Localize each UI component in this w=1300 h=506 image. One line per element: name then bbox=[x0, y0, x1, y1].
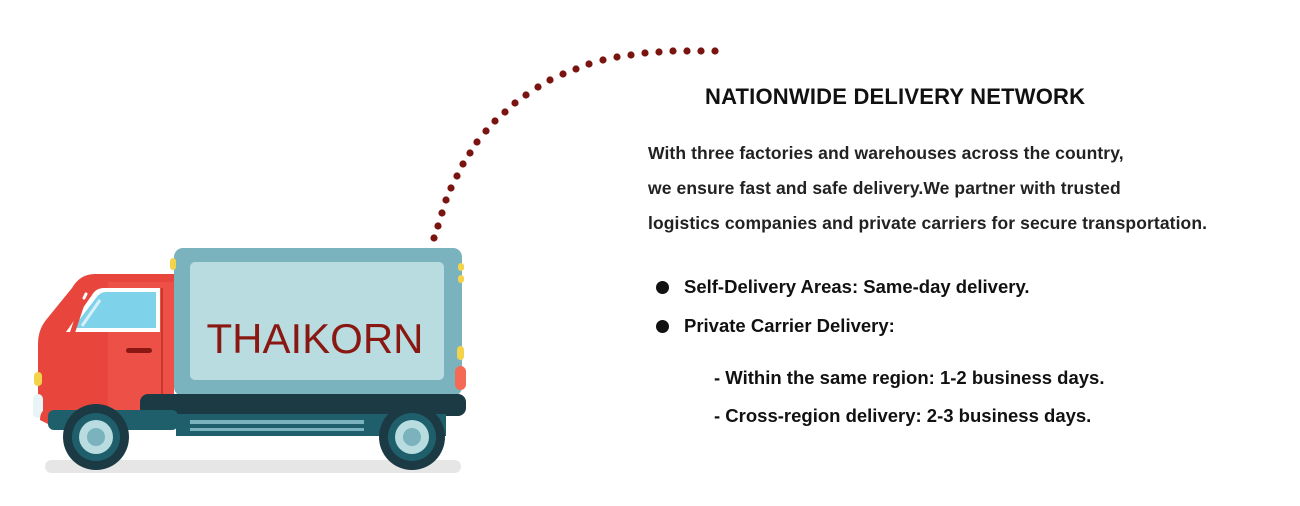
truck-brand-label: THAIKORN bbox=[206, 315, 423, 362]
paragraph-line: we ensure fast and safe delivery.We part… bbox=[648, 178, 1121, 198]
bullet-dot-icon bbox=[656, 280, 669, 294]
ground-shadow bbox=[45, 460, 461, 473]
bullet-text: Self-Delivery Areas: Same-day delivery. bbox=[684, 276, 1030, 297]
cargo-box: THAIKORN bbox=[170, 248, 466, 396]
section-heading: NATIONWIDE DELIVERY NETWORK bbox=[705, 84, 1086, 109]
bullet-text: Private Carrier Delivery: bbox=[684, 315, 895, 336]
bullet-item-self-delivery: Self-Delivery Areas: Same-day delivery. bbox=[656, 276, 1030, 298]
dotted-trail bbox=[430, 47, 719, 242]
sub-item-same-region: - Within the same region: 1-2 business d… bbox=[714, 367, 1105, 388]
paragraph-line: With three factories and warehouses acro… bbox=[648, 143, 1124, 163]
bullet-item-private-carrier: Private Carrier Delivery: bbox=[656, 315, 895, 337]
rear-wheel bbox=[379, 404, 445, 470]
delivery-illustration: THAIKORN bbox=[33, 47, 719, 473]
delivery-info: NATIONWIDE DELIVERY NETWORK With three f… bbox=[648, 0, 1293, 501]
bullet-dot-icon bbox=[656, 319, 669, 333]
truck-illustration: THAIKORN bbox=[33, 47, 719, 473]
paragraph-line: logistics companies and private carriers… bbox=[648, 213, 1208, 233]
sub-item-cross-region: - Cross-region delivery: 2-3 business da… bbox=[714, 405, 1092, 426]
front-wheel bbox=[63, 404, 129, 470]
truck-cab bbox=[33, 274, 174, 420]
